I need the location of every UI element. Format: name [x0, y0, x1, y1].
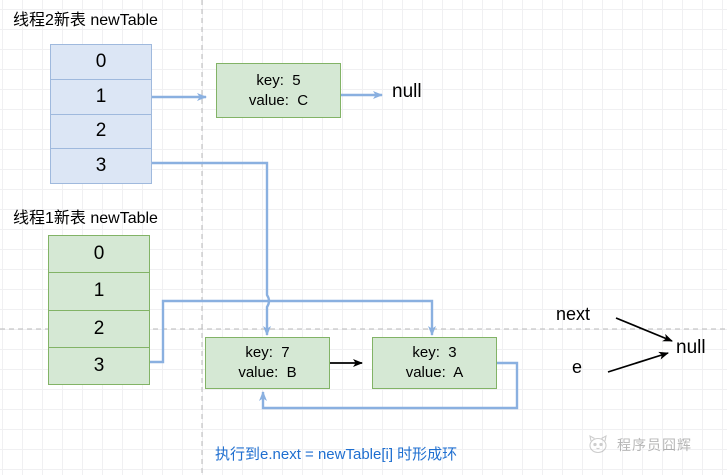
- table-row[interactable]: 3: [49, 346, 149, 384]
- table-row[interactable]: 0: [95, 50, 107, 72]
- table-thread1-title: 线程1新表 newTable: [13, 210, 158, 227]
- node-value-text: value: B: [238, 364, 297, 381]
- table-thread2-title: 线程2新表 newTable: [13, 12, 158, 29]
- table-row[interactable]: 1: [49, 272, 149, 309]
- node-key5-valueC[interactable]: key: 5 value: C: [216, 63, 341, 118]
- table-thread2: 0 1 2 3: [50, 44, 152, 184]
- edge-e-to-null: [607, 351, 669, 373]
- node-key-text: key: 5: [256, 71, 301, 89]
- null-label-right: null: [676, 337, 706, 358]
- node-key-text: key: 7: [245, 344, 290, 362]
- table-row[interactable]: 2: [49, 309, 149, 347]
- cat-logo-icon: [589, 434, 607, 454]
- node-key3-valueA[interactable]: key: 3 value: A: [372, 337, 497, 389]
- table-row[interactable]: 3: [51, 148, 151, 183]
- diagram-caption: 执行到e.next = newTable[i] 时形成环: [215, 446, 458, 463]
- table-row[interactable]: 2: [51, 113, 151, 149]
- node-key7-valueB[interactable]: key: 7 value: B: [205, 337, 330, 389]
- node-value-text: value: C: [248, 91, 309, 109]
- e-variable-label: e: [572, 357, 583, 377]
- next-variable-label: next: [556, 304, 591, 324]
- table-row[interactable]: 1: [51, 78, 151, 114]
- node-key-text: key: 3: [412, 344, 457, 362]
- node-value-text: value: A: [405, 364, 464, 381]
- table-thread1: 0 1 2 3: [48, 235, 150, 385]
- watermark: 程序员囧辉: [586, 432, 692, 458]
- edge-next-to-null: [615, 317, 673, 342]
- edge-t2-3-to-nodeB: [152, 161, 271, 336]
- null-label-top: null: [392, 81, 422, 102]
- table-row[interactable]: 0: [93, 243, 105, 265]
- watermark-text: 程序员囧辉: [617, 437, 692, 453]
